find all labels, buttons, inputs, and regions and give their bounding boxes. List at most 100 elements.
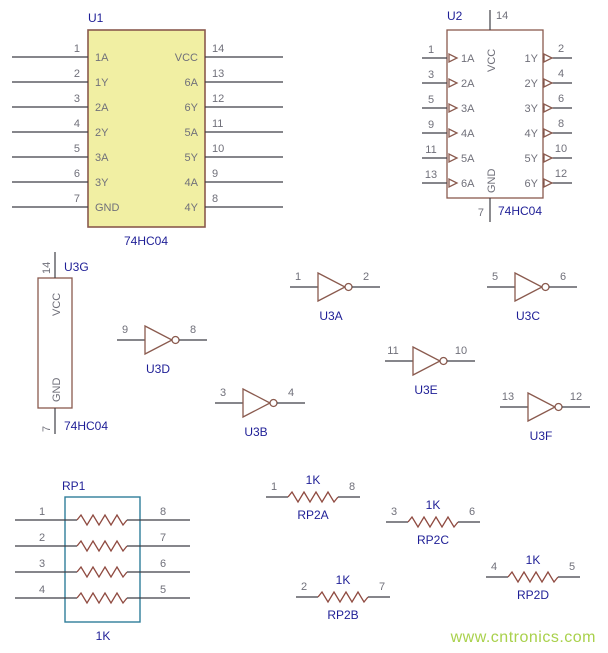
gate-u3b: 3 4 U3B: [214, 387, 306, 439]
pin-number: 7: [478, 207, 484, 219]
pin-number: 2: [39, 532, 45, 544]
pin-name: VCC: [486, 49, 498, 72]
pin-name: 4Y: [525, 128, 539, 140]
gate-input-pin-number: 5: [492, 271, 498, 283]
component-u2: U2 14 VCC 7 GND 1 1A 3 2A 5 3A 9 4A 11 5…: [422, 9, 572, 222]
component-ref: U1: [88, 11, 104, 25]
pin-number: 10: [555, 143, 567, 155]
pin-number: 14: [496, 10, 508, 22]
pin-number: 7: [160, 532, 166, 544]
pin-name: 4A: [185, 177, 199, 189]
resistor-symbol: [317, 591, 369, 603]
component-rp2a: 1K 1 8 RP2A: [266, 473, 360, 522]
pin-number: 5: [569, 561, 575, 573]
pin-arrow-icon: [448, 52, 459, 64]
component-ref: U2: [447, 9, 463, 23]
pin-number: 1: [74, 43, 80, 55]
pin-arrow-icon: [543, 102, 554, 114]
pin-arrow-icon: [543, 127, 554, 139]
component-part: 74HC04: [124, 234, 168, 248]
pin-arrow-icon: [448, 127, 459, 139]
gate-u3d: 9 8 U3D: [116, 324, 208, 376]
pin-number: 1: [39, 506, 45, 518]
pin-number: 4: [491, 561, 497, 573]
component-ref: U3G: [64, 260, 89, 274]
gate-output-pin-number: 12: [570, 391, 582, 403]
pin-name: VCC: [51, 293, 63, 316]
gate-ref-label: U3B: [244, 425, 267, 439]
resistor-symbol: [287, 491, 339, 503]
pin-number: 3: [391, 506, 397, 518]
pin-name: 4Y: [185, 202, 199, 214]
pin-number: 2: [74, 68, 80, 80]
pin-number: 9: [212, 168, 218, 180]
pin-name: 2A: [461, 78, 475, 90]
pin-number: 8: [160, 506, 166, 518]
gate-ref-label: U3E: [414, 383, 437, 397]
pin-name: 2Y: [525, 78, 539, 90]
gate-output-pin-number: 4: [288, 387, 294, 399]
gate-u3a: 1 2 U3A: [289, 271, 381, 323]
pin-name: 3A: [461, 103, 475, 115]
pin-name: 5A: [461, 153, 475, 165]
gate-output-pin-number: 8: [190, 324, 196, 336]
gate-ref-label: U3D: [146, 362, 170, 376]
pin-name: 1Y: [525, 53, 539, 65]
pin-name: 5Y: [185, 152, 199, 164]
gate-input-pin-number: 3: [220, 387, 226, 399]
pin-name: 3A: [95, 152, 109, 164]
pin-number: 9: [428, 119, 434, 131]
pin-number: 5: [160, 584, 166, 596]
component-rp1: RP1 1 8 2 7 3 6 4 5 1K: [15, 479, 190, 643]
pin-number: 7: [74, 193, 80, 205]
pin-arrow-icon: [543, 77, 554, 89]
pin-name: GND: [51, 378, 63, 403]
component-u3g: U3G 14 VCC GND 7 74HC04: [37, 252, 108, 434]
pin-arrow-icon: [448, 177, 459, 189]
component-ref: RP2D: [517, 588, 549, 602]
gate-u3e: 11 10 U3E: [384, 345, 476, 397]
ic-body: [37, 277, 73, 409]
ic-body: [87, 29, 206, 228]
gate-ref-label: U3C: [516, 309, 540, 323]
pin-number: 14: [212, 43, 224, 55]
pin-number: 12: [555, 168, 567, 180]
pin-name: 5Y: [525, 153, 539, 165]
pin-number: 3: [74, 93, 80, 105]
resistor-symbol: [407, 516, 459, 528]
pin-name: 1A: [461, 53, 475, 65]
component-rp2c: 1K 3 6 RP2C: [386, 498, 480, 547]
pin-number: 4: [74, 118, 80, 130]
pin-number: 7: [379, 581, 385, 593]
gate-u3f: 13 12 U3F: [499, 391, 591, 443]
pin-name: 6A: [461, 178, 475, 190]
pin-arrow-icon: [448, 77, 459, 89]
pin-name: 2Y: [95, 127, 109, 139]
component-u1: U1 1 1A 2 1Y 3 2A 4 2Y 5 3A 6 3Y 7 GND 1…: [12, 11, 283, 248]
resistor-pack-body: [64, 496, 141, 623]
pin-name: 6Y: [525, 178, 539, 190]
pin-name: 6A: [185, 77, 199, 89]
pin-name: GND: [95, 202, 120, 214]
pin-number: 2: [558, 43, 564, 55]
pin-name: 6Y: [185, 102, 199, 114]
pin-name: 1A: [95, 52, 109, 64]
gate-output-pin-number: 10: [455, 345, 467, 357]
component-rp2d: 1K 4 5 RP2D: [486, 553, 580, 602]
gate-u3c: 5 6 U3C: [486, 271, 578, 323]
resistor-value: 1K: [96, 629, 111, 643]
resistor-symbol: [507, 571, 559, 583]
gate-output-pin-number: 2: [363, 271, 369, 283]
pin-number: 11: [425, 144, 436, 156]
pin-number: 4: [558, 68, 564, 80]
pin-name: GND: [486, 169, 498, 194]
pin-number: 2: [301, 581, 307, 593]
pin-number: 6: [558, 93, 564, 105]
pin-number: 8: [349, 481, 355, 493]
pin-number: 6: [469, 506, 475, 518]
pin-number: 5: [428, 94, 434, 106]
pin-number: 6: [160, 558, 166, 570]
pin-number: 11: [212, 118, 223, 130]
resistor-value: 1K: [426, 498, 441, 512]
gate-output-pin-number: 6: [560, 271, 566, 283]
